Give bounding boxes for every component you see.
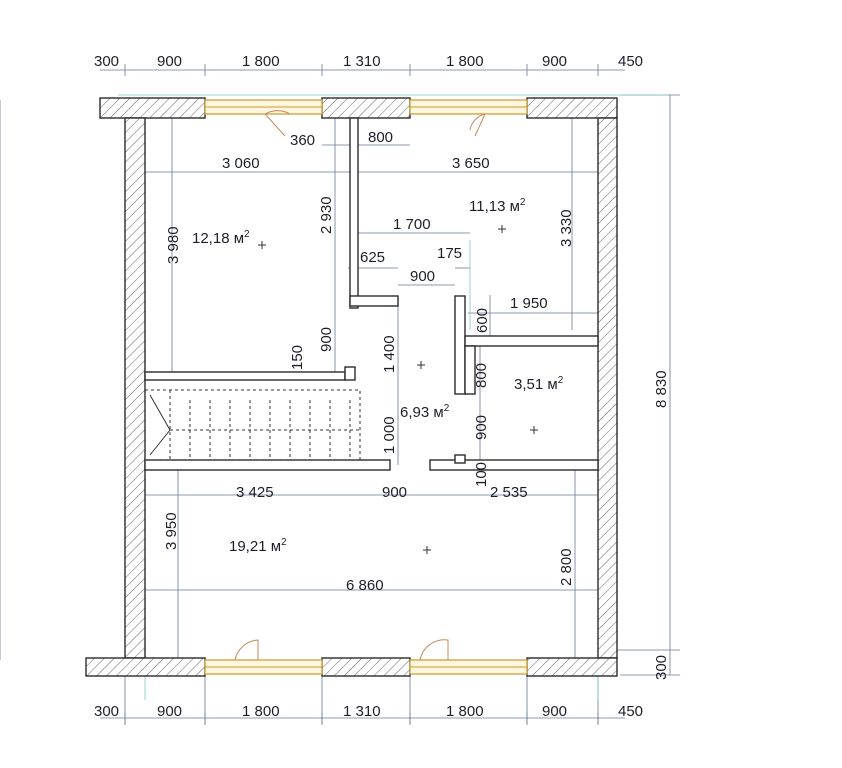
bottom-dimension-chain: 300 900 1 800 1 310 1 800 900 450 xyxy=(94,703,643,720)
dim-900-mid: 900 xyxy=(382,484,407,501)
dim-2535: 2 535 xyxy=(490,484,528,501)
top-dim-6: 900 xyxy=(542,53,567,70)
dim-900-hall: 900 xyxy=(410,268,435,285)
dim-900-bath: 900 xyxy=(473,415,490,440)
dim-1400: 1 400 xyxy=(381,335,398,373)
bottom-wall-dim: 300 xyxy=(653,655,670,680)
dim-3650: 3 650 xyxy=(452,155,490,172)
room-area-living: 19,21 м2 xyxy=(229,537,287,555)
dim-1700: 1 700 xyxy=(393,216,431,233)
dim-6860: 6 860 xyxy=(346,577,384,594)
room-areas: 12,18 м2 11,13 м2 6,93 м2 3,51 м2 19,21 … xyxy=(192,197,564,555)
walls xyxy=(85,97,618,677)
bottom-dim-2: 900 xyxy=(157,703,182,720)
dim-1000: 1 000 xyxy=(381,416,398,454)
top-dim-3: 1 800 xyxy=(242,53,280,70)
bottom-dim-6: 900 xyxy=(542,703,567,720)
staircase xyxy=(144,389,361,461)
dim-800-bath: 800 xyxy=(473,363,490,388)
dim-900-left: 900 xyxy=(318,327,335,352)
room-markers xyxy=(258,225,538,554)
top-dim-4: 1 310 xyxy=(343,53,381,70)
dim-3060: 3 060 xyxy=(222,155,260,172)
room-area-hall: 6,93 м2 xyxy=(400,403,450,421)
dim-2930: 2 930 xyxy=(318,196,335,234)
guide-lines xyxy=(118,94,668,700)
dim-360: 360 xyxy=(290,132,315,149)
dim-3950: 3 950 xyxy=(163,512,180,550)
top-dimension-chain: 300 900 1 800 1 310 1 800 900 450 xyxy=(94,53,643,70)
bottom-dim-1: 300 xyxy=(94,703,119,720)
overall-height-dim: 8 830 xyxy=(653,370,670,408)
top-dim-1: 300 xyxy=(94,53,119,70)
dim-100: 100 xyxy=(473,462,490,487)
dim-3980: 3 980 xyxy=(165,226,182,264)
windows xyxy=(204,99,528,675)
room-area-top-left: 12,18 м2 xyxy=(192,229,250,247)
interior-dimensions: 360 800 3 060 3 650 1 700 625 175 900 1 … xyxy=(222,129,548,594)
interior-vertical-dimensions: 3 980 2 930 3 330 600 900 1 400 150 800 … xyxy=(163,196,575,586)
dim-2800: 2 800 xyxy=(558,548,575,586)
dim-3330: 3 330 xyxy=(558,209,575,247)
dimension-lines xyxy=(0,64,680,725)
room-area-bathroom: 3,51 м2 xyxy=(514,375,564,393)
dim-150: 150 xyxy=(289,345,306,370)
top-dim-7: 450 xyxy=(618,53,643,70)
dim-3425: 3 425 xyxy=(236,484,274,501)
top-dim-2: 900 xyxy=(157,53,182,70)
room-area-top-right: 11,13 м2 xyxy=(469,197,526,215)
bottom-dim-4: 1 310 xyxy=(343,703,381,720)
bottom-dim-3: 1 800 xyxy=(242,703,280,720)
dim-625: 625 xyxy=(360,249,385,266)
bottom-dim-7: 450 xyxy=(618,703,643,720)
dim-1950: 1 950 xyxy=(510,295,548,312)
top-dim-5: 1 800 xyxy=(446,53,484,70)
bottom-dim-5: 1 800 xyxy=(446,703,484,720)
dim-175: 175 xyxy=(437,245,462,262)
dim-600: 600 xyxy=(474,308,491,333)
dim-800: 800 xyxy=(368,129,393,146)
